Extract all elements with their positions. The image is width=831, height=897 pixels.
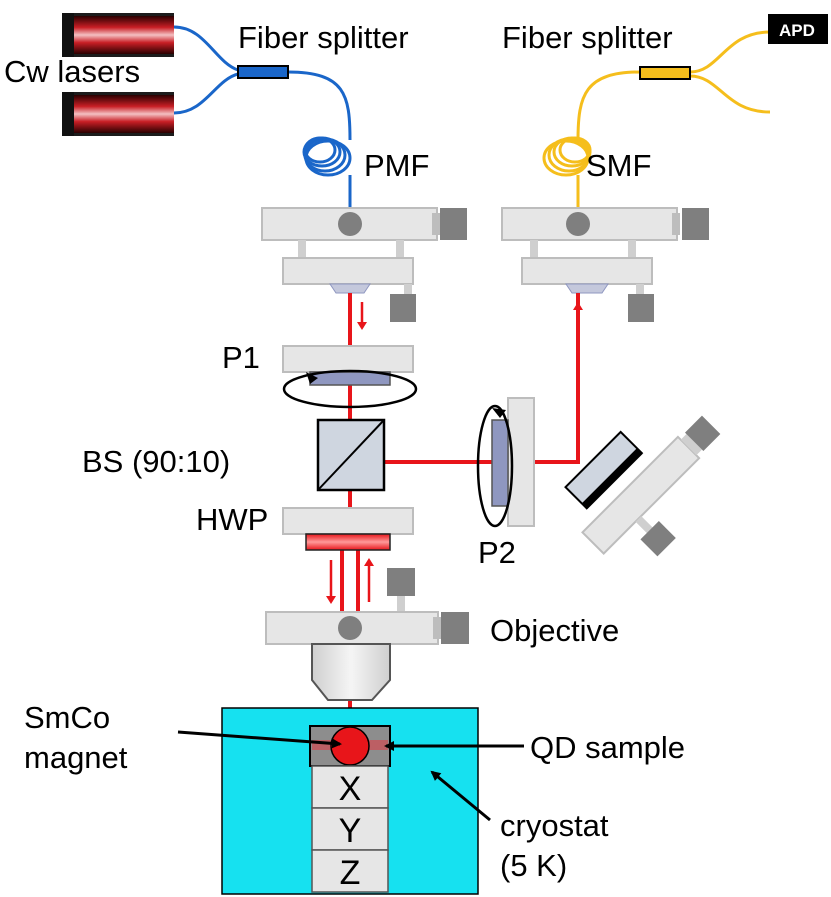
- objective-mount: [265, 568, 469, 701]
- p1-polarizer: [282, 345, 418, 409]
- left-fiber-coupler-mount: [261, 207, 467, 322]
- pointer-arrows: [177, 730, 524, 822]
- hwp-label: HWP: [196, 502, 268, 537]
- apd-box: [768, 14, 828, 44]
- cw-laser-top: [62, 13, 174, 57]
- stage-y-label: Y: [339, 812, 362, 850]
- pm-fiber-coil: [302, 136, 352, 177]
- fiber-splitter-right-body: [639, 66, 691, 80]
- pm-fiber: [173, 25, 352, 210]
- sm-fiber-coil: [542, 136, 592, 177]
- fiber-splitter-right-label: Fiber splitter: [502, 20, 673, 55]
- right-fiber-coupler-mount: [501, 207, 709, 322]
- p2-label: P2: [478, 535, 516, 570]
- stage-z-label: Z: [340, 854, 361, 892]
- sm-fiber: [576, 30, 771, 210]
- apd-label: APD: [779, 21, 815, 40]
- beam-direction-arrows: [326, 302, 583, 604]
- bs-label: BS (90:10): [82, 444, 230, 479]
- half-wave-plate: [282, 507, 414, 551]
- smf-label: SMF: [586, 148, 651, 183]
- mirror-mount: [564, 415, 721, 557]
- cw-lasers-label: Cw lasers: [4, 54, 140, 89]
- qd-sample-label: QD sample: [530, 730, 685, 765]
- pmf-label: PMF: [364, 148, 429, 183]
- cw-laser-bottom: [62, 92, 174, 136]
- beam-splitter-cube: [316, 418, 386, 492]
- p2-polarizer: [476, 397, 535, 528]
- fiber-splitter-left-body: [237, 65, 289, 79]
- fiber-splitter-left-label: Fiber splitter: [238, 20, 409, 55]
- objective-label: Objective: [490, 613, 619, 648]
- smco-label-line1: SmCo: [24, 700, 110, 735]
- cryostat-label-line2: (5 K): [500, 848, 567, 883]
- smco-label-line2: magnet: [24, 740, 128, 775]
- cryostat-label-line1: cryostat: [500, 808, 609, 843]
- p1-label: P1: [222, 340, 260, 375]
- stage-x-label: X: [339, 770, 362, 808]
